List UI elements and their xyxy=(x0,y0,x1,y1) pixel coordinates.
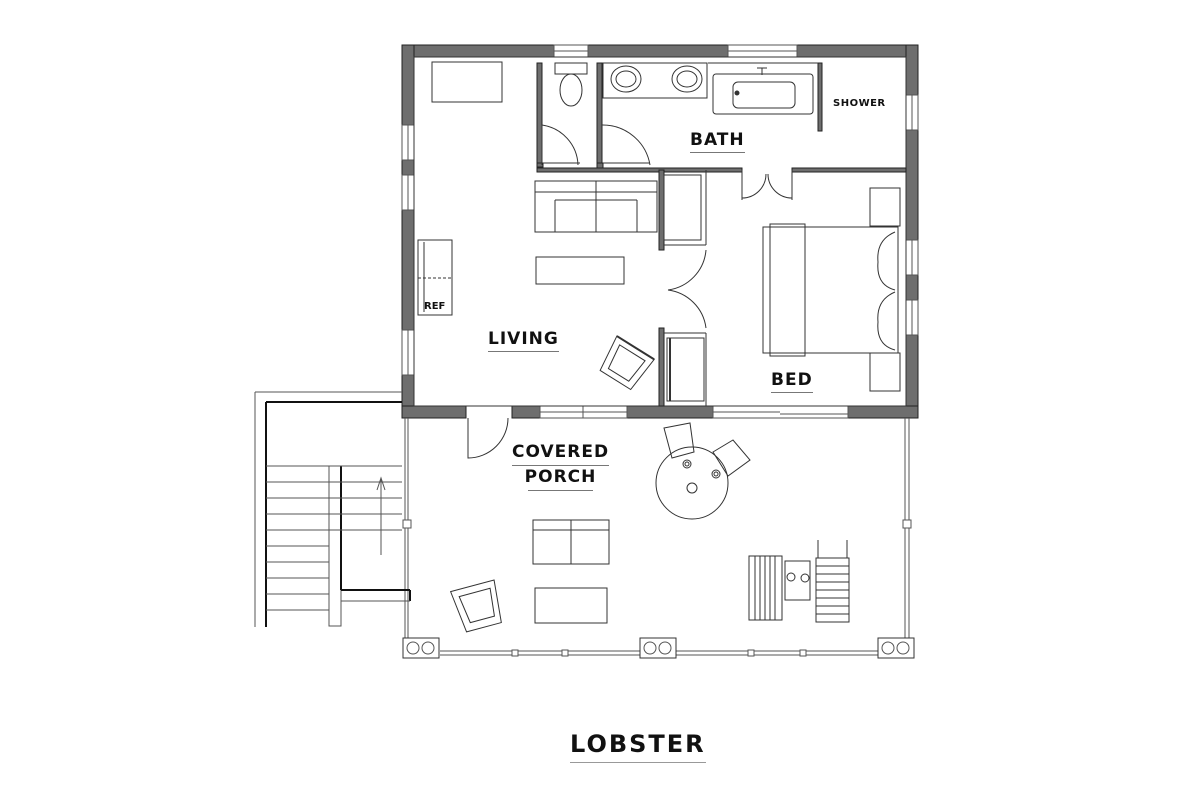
title-underline xyxy=(570,762,706,763)
label-underline xyxy=(690,152,745,153)
plan-title-text: LOBSTER xyxy=(570,730,706,758)
room-label-covered-porch: COVERED PORCH xyxy=(512,441,610,491)
room-label-shower: SHOWER xyxy=(833,98,886,109)
bath-label-text: BATH xyxy=(690,130,745,150)
label-underline xyxy=(528,490,594,491)
label-underline xyxy=(771,392,813,393)
porch-label-line1: COVERED xyxy=(512,442,610,462)
label-underline xyxy=(488,351,559,352)
bed-label-text: BED xyxy=(771,370,813,390)
windows xyxy=(401,44,919,419)
shower-label-text: SHOWER xyxy=(833,98,886,109)
doors xyxy=(467,124,793,459)
room-label-bath: BATH xyxy=(690,130,745,153)
room-label-living: LIVING xyxy=(488,329,559,352)
interior-walls xyxy=(536,62,907,407)
plan-title: LOBSTER xyxy=(570,730,706,763)
label-underline xyxy=(512,465,610,466)
porch-label-line2: PORCH xyxy=(524,467,597,487)
porch-furniture xyxy=(449,422,850,633)
ref-label-text: REF xyxy=(424,301,446,312)
appliance-label-ref: REF xyxy=(424,301,445,312)
bath-fixtures xyxy=(554,62,818,115)
room-label-bed: BED xyxy=(771,370,813,393)
stairs xyxy=(254,391,411,627)
living-furniture xyxy=(417,61,705,402)
porch xyxy=(402,418,915,659)
living-label-text: LIVING xyxy=(488,329,559,349)
bed-furniture xyxy=(762,187,901,392)
